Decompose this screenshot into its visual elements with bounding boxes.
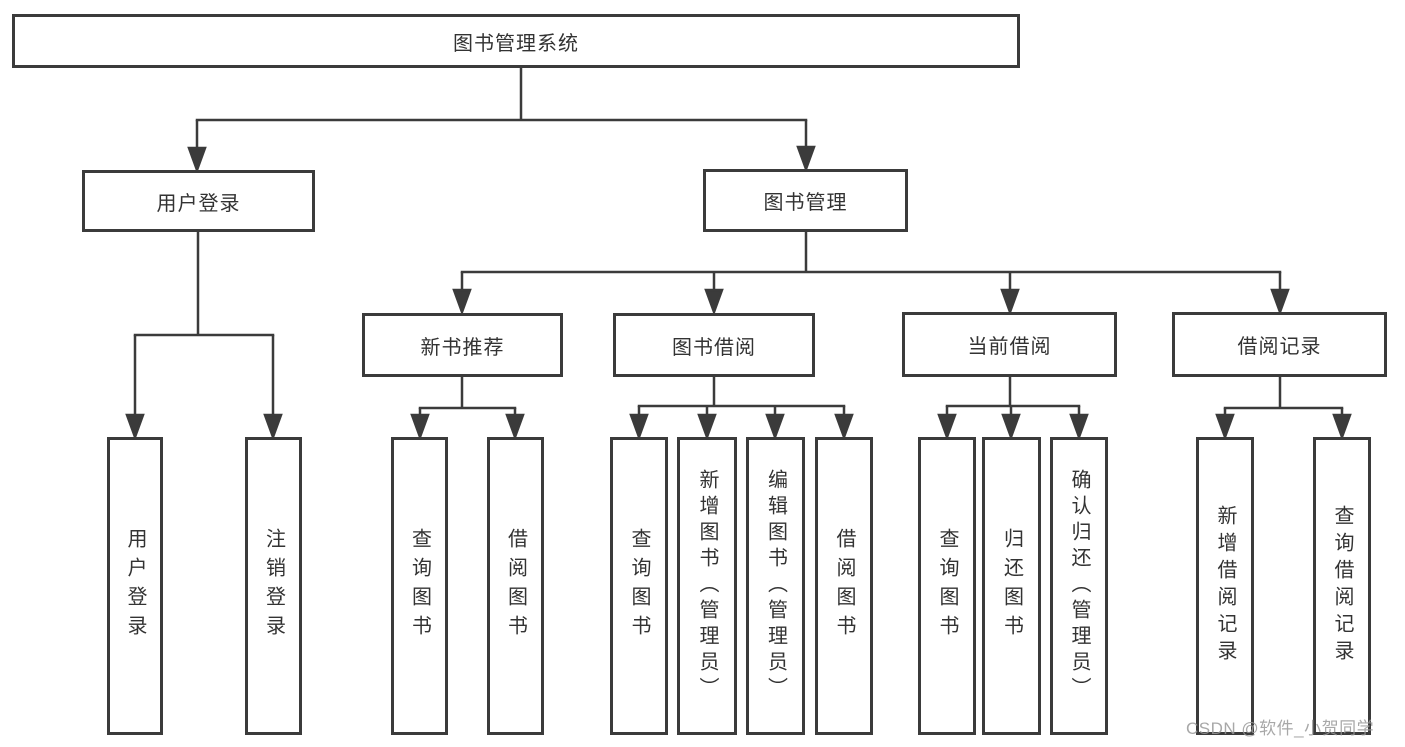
leaf-return-book: 归还图书 <box>982 437 1041 735</box>
leaf-edit-book-admin: 编辑图书（管理员） <box>746 437 805 735</box>
node-root-library-system: 图书管理系统 <box>12 14 1020 68</box>
node-borrow-record: 借阅记录 <box>1172 312 1387 377</box>
leaf-query-book: 查询图书 <box>918 437 976 735</box>
node-book-borrow: 图书借阅 <box>613 313 815 377</box>
leaf-logout: 注销登录 <box>245 437 302 735</box>
node-new-book-recommend: 新书推荐 <box>362 313 563 377</box>
leaf-borrow-book: 借阅图书 <box>487 437 544 735</box>
node-book-management: 图书管理 <box>703 169 908 232</box>
leaf-confirm-return-admin: 确认归还（管理员） <box>1050 437 1108 735</box>
leaf-query-book: 查询图书 <box>610 437 668 735</box>
leaf-user-login: 用户登录 <box>107 437 163 735</box>
csdn-watermark: CSDN @软件_小贺同学 <box>1186 719 1375 738</box>
leaf-borrow-book: 借阅图书 <box>815 437 873 735</box>
leaf-query-borrow-record: 查询借阅记录 <box>1313 437 1371 735</box>
node-user-login: 用户登录 <box>82 170 315 232</box>
node-current-borrow: 当前借阅 <box>902 312 1117 377</box>
leaf-add-book-admin: 新增图书（管理员） <box>677 437 737 735</box>
leaf-query-book: 查询图书 <box>391 437 448 735</box>
leaf-add-borrow-record: 新增借阅记录 <box>1196 437 1254 735</box>
